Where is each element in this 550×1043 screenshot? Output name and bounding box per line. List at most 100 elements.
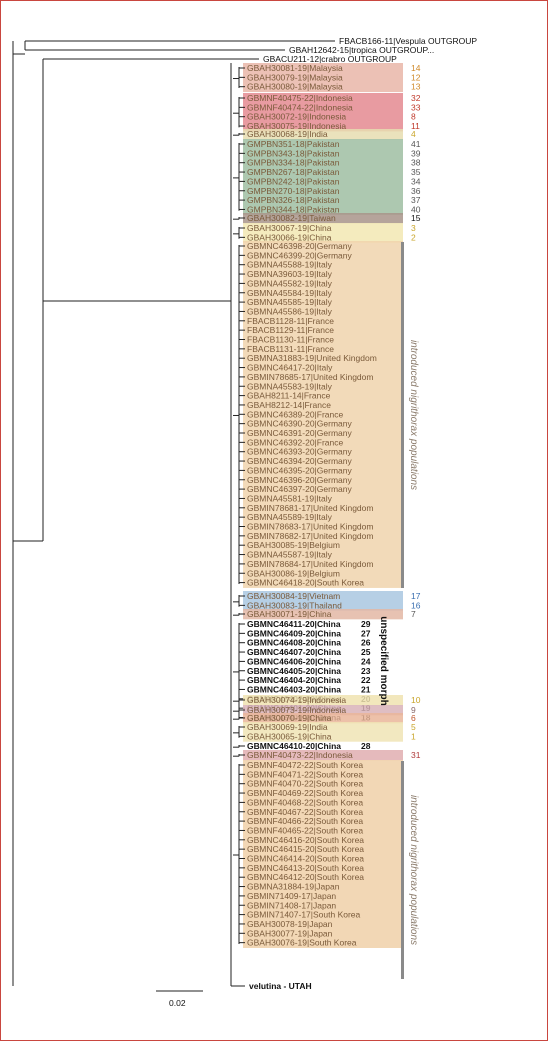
leaf-label: GBMNF40474-22|Indonesia — [247, 102, 353, 112]
leaf-label: GBAH30074-19|Indonesia — [247, 695, 346, 705]
leaf-label: GBMNF40465-22|South Korea — [247, 825, 363, 835]
clade-highlight — [243, 705, 403, 716]
outgroup-label: GBACU211-12|crabro OUTGROUP — [263, 54, 397, 64]
leaf-number: 8 — [411, 112, 416, 122]
leaf-label: GBAH30077-19|Japan — [247, 928, 333, 938]
clade-highlight — [243, 760, 403, 948]
leaf-label: FBACB1128-11|France — [247, 316, 334, 326]
leaf-label: GBMNC46417-20|Italy — [247, 363, 333, 373]
leaf-label: GBAH30068-19|India — [247, 129, 328, 139]
leaf-label: GBAH30083-19|Thailand — [247, 600, 342, 610]
unspecified-morph-label: unspecified morph — [378, 616, 389, 705]
leaf-label: GBAH30070-19|China — [247, 713, 332, 723]
leaf-label: GBAH8211-14|France — [247, 391, 331, 401]
leaf-label: GMPBN334-18|Pakistan — [247, 158, 340, 168]
leaf-label: GBAH30073-19|Indonesia — [247, 705, 346, 715]
leaf-number: 41 — [411, 139, 421, 149]
leaf-label: GBAH30072-19|Indonesia — [247, 112, 346, 122]
leaf-label: GBMNF40470-22|South Korea — [247, 779, 363, 789]
leaf-label: GBMNC46392-20|France — [247, 437, 343, 447]
leaf-label: GMPBN242-18|Pakistan — [247, 176, 340, 186]
leaf-label: GBMNF40473-22|Indonesia — [247, 750, 353, 760]
leaf-label: GBAH30065-19|China — [247, 731, 332, 741]
leaf-label: GBMNF40472-22|South Korea — [247, 760, 363, 770]
leaf-label: GBAH30078-19|Japan — [247, 919, 333, 929]
leaf-number: 16 — [411, 600, 421, 610]
scale-label: 0.02 — [169, 998, 186, 1008]
leaf-label: GBMNA45587-19|Italy — [247, 550, 333, 560]
leaf-label: GMPBN326-18|Pakistan — [247, 195, 340, 205]
leaf-label: GBAH30080-19|Malaysia — [247, 82, 343, 92]
leaf-label: GBMNC46396-20|Germany — [247, 475, 352, 485]
leaf-label: GMPBN351-18|Pakistan — [247, 139, 340, 149]
leaf-label: GBMNA45584-19|Italy — [247, 288, 333, 298]
leaf-label: GBAH30071-19|China — [247, 609, 332, 619]
leaf-number: 3 — [411, 223, 416, 233]
leaf-number: 7 — [411, 609, 416, 619]
leaf-label: GBAH30066-19|China — [247, 232, 332, 242]
leaf-label: GBAH30086-19|Belgium — [247, 568, 340, 578]
leaf-number: 2 — [411, 232, 416, 242]
leaf-number: 9 — [411, 705, 416, 715]
clade-highlight — [243, 750, 403, 761]
leaf-number: 14 — [411, 63, 421, 73]
leaf-number: 40 — [411, 204, 421, 214]
leaf-number: 4 — [411, 129, 416, 139]
leaf-label: GBMNA45586-19|Italy — [247, 306, 333, 316]
leaf-number: 26 — [361, 638, 371, 648]
outgroup-label: FBACB166-11|Vespula OUTGROUP — [339, 36, 477, 46]
leaf-label: FBACB1129-11|France — [247, 325, 334, 335]
clade-highlight — [243, 129, 403, 140]
leaf-number: 28 — [361, 741, 371, 751]
leaf-number: 38 — [411, 158, 421, 168]
leaf-label: GBMNC46413-20|South Korea — [247, 863, 364, 873]
leaf-label: GBMIN78684-17|United Kingdom — [247, 559, 373, 569]
leaf-label: GBMNC46394-20|Germany — [247, 456, 352, 466]
leaf-label: GBMIN71409-17|Japan — [247, 891, 336, 901]
leaf-label: GBMIN78681-17|United Kingdom — [247, 503, 373, 513]
introduced-bottom-bar — [401, 761, 404, 979]
leaf-label: GBMNC46418-20|South Korea — [247, 578, 364, 588]
leaf-label: GBMNC46393-20|Germany — [247, 447, 352, 457]
clade-highlight — [243, 213, 403, 224]
leaf-label: GBMNC46405-20|China — [247, 666, 341, 676]
leaf-label: GBAH30067-19|China — [247, 223, 332, 233]
clade-highlight — [243, 591, 403, 611]
leaf-number: 24 — [361, 656, 371, 666]
leaf-label: GBAH30069-19|India — [247, 722, 328, 732]
leaf-label: GBMNA31883-19|United Kingdom — [247, 353, 377, 363]
clade-highlight — [243, 241, 403, 588]
leaf-label: GBMIN78685-17|United Kingdom — [247, 372, 373, 382]
leaf-label: GBMNF40471-22|South Korea — [247, 769, 363, 779]
leaf-label: GBMNC46415-20|South Korea — [247, 844, 364, 854]
leaf-label: GBMNC46391-20|Germany — [247, 428, 352, 438]
leaf-number: 32 — [411, 93, 421, 103]
leaf-label: GBMNA45581-19|Italy — [247, 493, 333, 503]
leaf-number: 1 — [411, 731, 416, 741]
clade-highlight — [243, 223, 403, 243]
clade-highlight — [243, 93, 403, 132]
leaf-number: 35 — [411, 167, 421, 177]
leaf-label: GBMNF40466-22|South Korea — [247, 816, 363, 826]
leaf-number: 6 — [411, 713, 416, 723]
leaf-label: GBMNC46406-20|China — [247, 656, 341, 666]
leaf-label: GBAH30082-19|Taiwan — [247, 213, 336, 223]
leaf-label: GBMNC46403-20|China — [247, 684, 341, 694]
leaf-label: GBMNC46404-20|China — [247, 675, 341, 685]
leaf-label: GBMNC46407-20|China — [247, 647, 341, 657]
leaf-number: 15 — [411, 213, 421, 223]
leaf-label: GBAH30085-19|Belgium — [247, 540, 340, 550]
leaf-number: 25 — [361, 647, 371, 657]
leaf-label: GMPBN343-18|Pakistan — [247, 148, 340, 158]
leaf-label: GBAH30075-19|Indonesia — [247, 121, 346, 131]
leaf-number: 11 — [411, 121, 420, 131]
leaf-label: GBMNC46399-20|Germany — [247, 250, 352, 260]
leaf-number: 10 — [411, 695, 421, 705]
leaf-label: GBMNF40469-22|South Korea — [247, 788, 363, 798]
leaf-label: GBMNA45582-19|Italy — [247, 278, 333, 288]
leaf-number: 31 — [411, 750, 421, 760]
leaf-label: GBMIN71407-17|South Korea — [247, 910, 361, 920]
leaf-label: GBMNA45583-19|Italy — [247, 381, 333, 391]
leaf-label: GBMNC46408-20|China — [247, 638, 341, 648]
